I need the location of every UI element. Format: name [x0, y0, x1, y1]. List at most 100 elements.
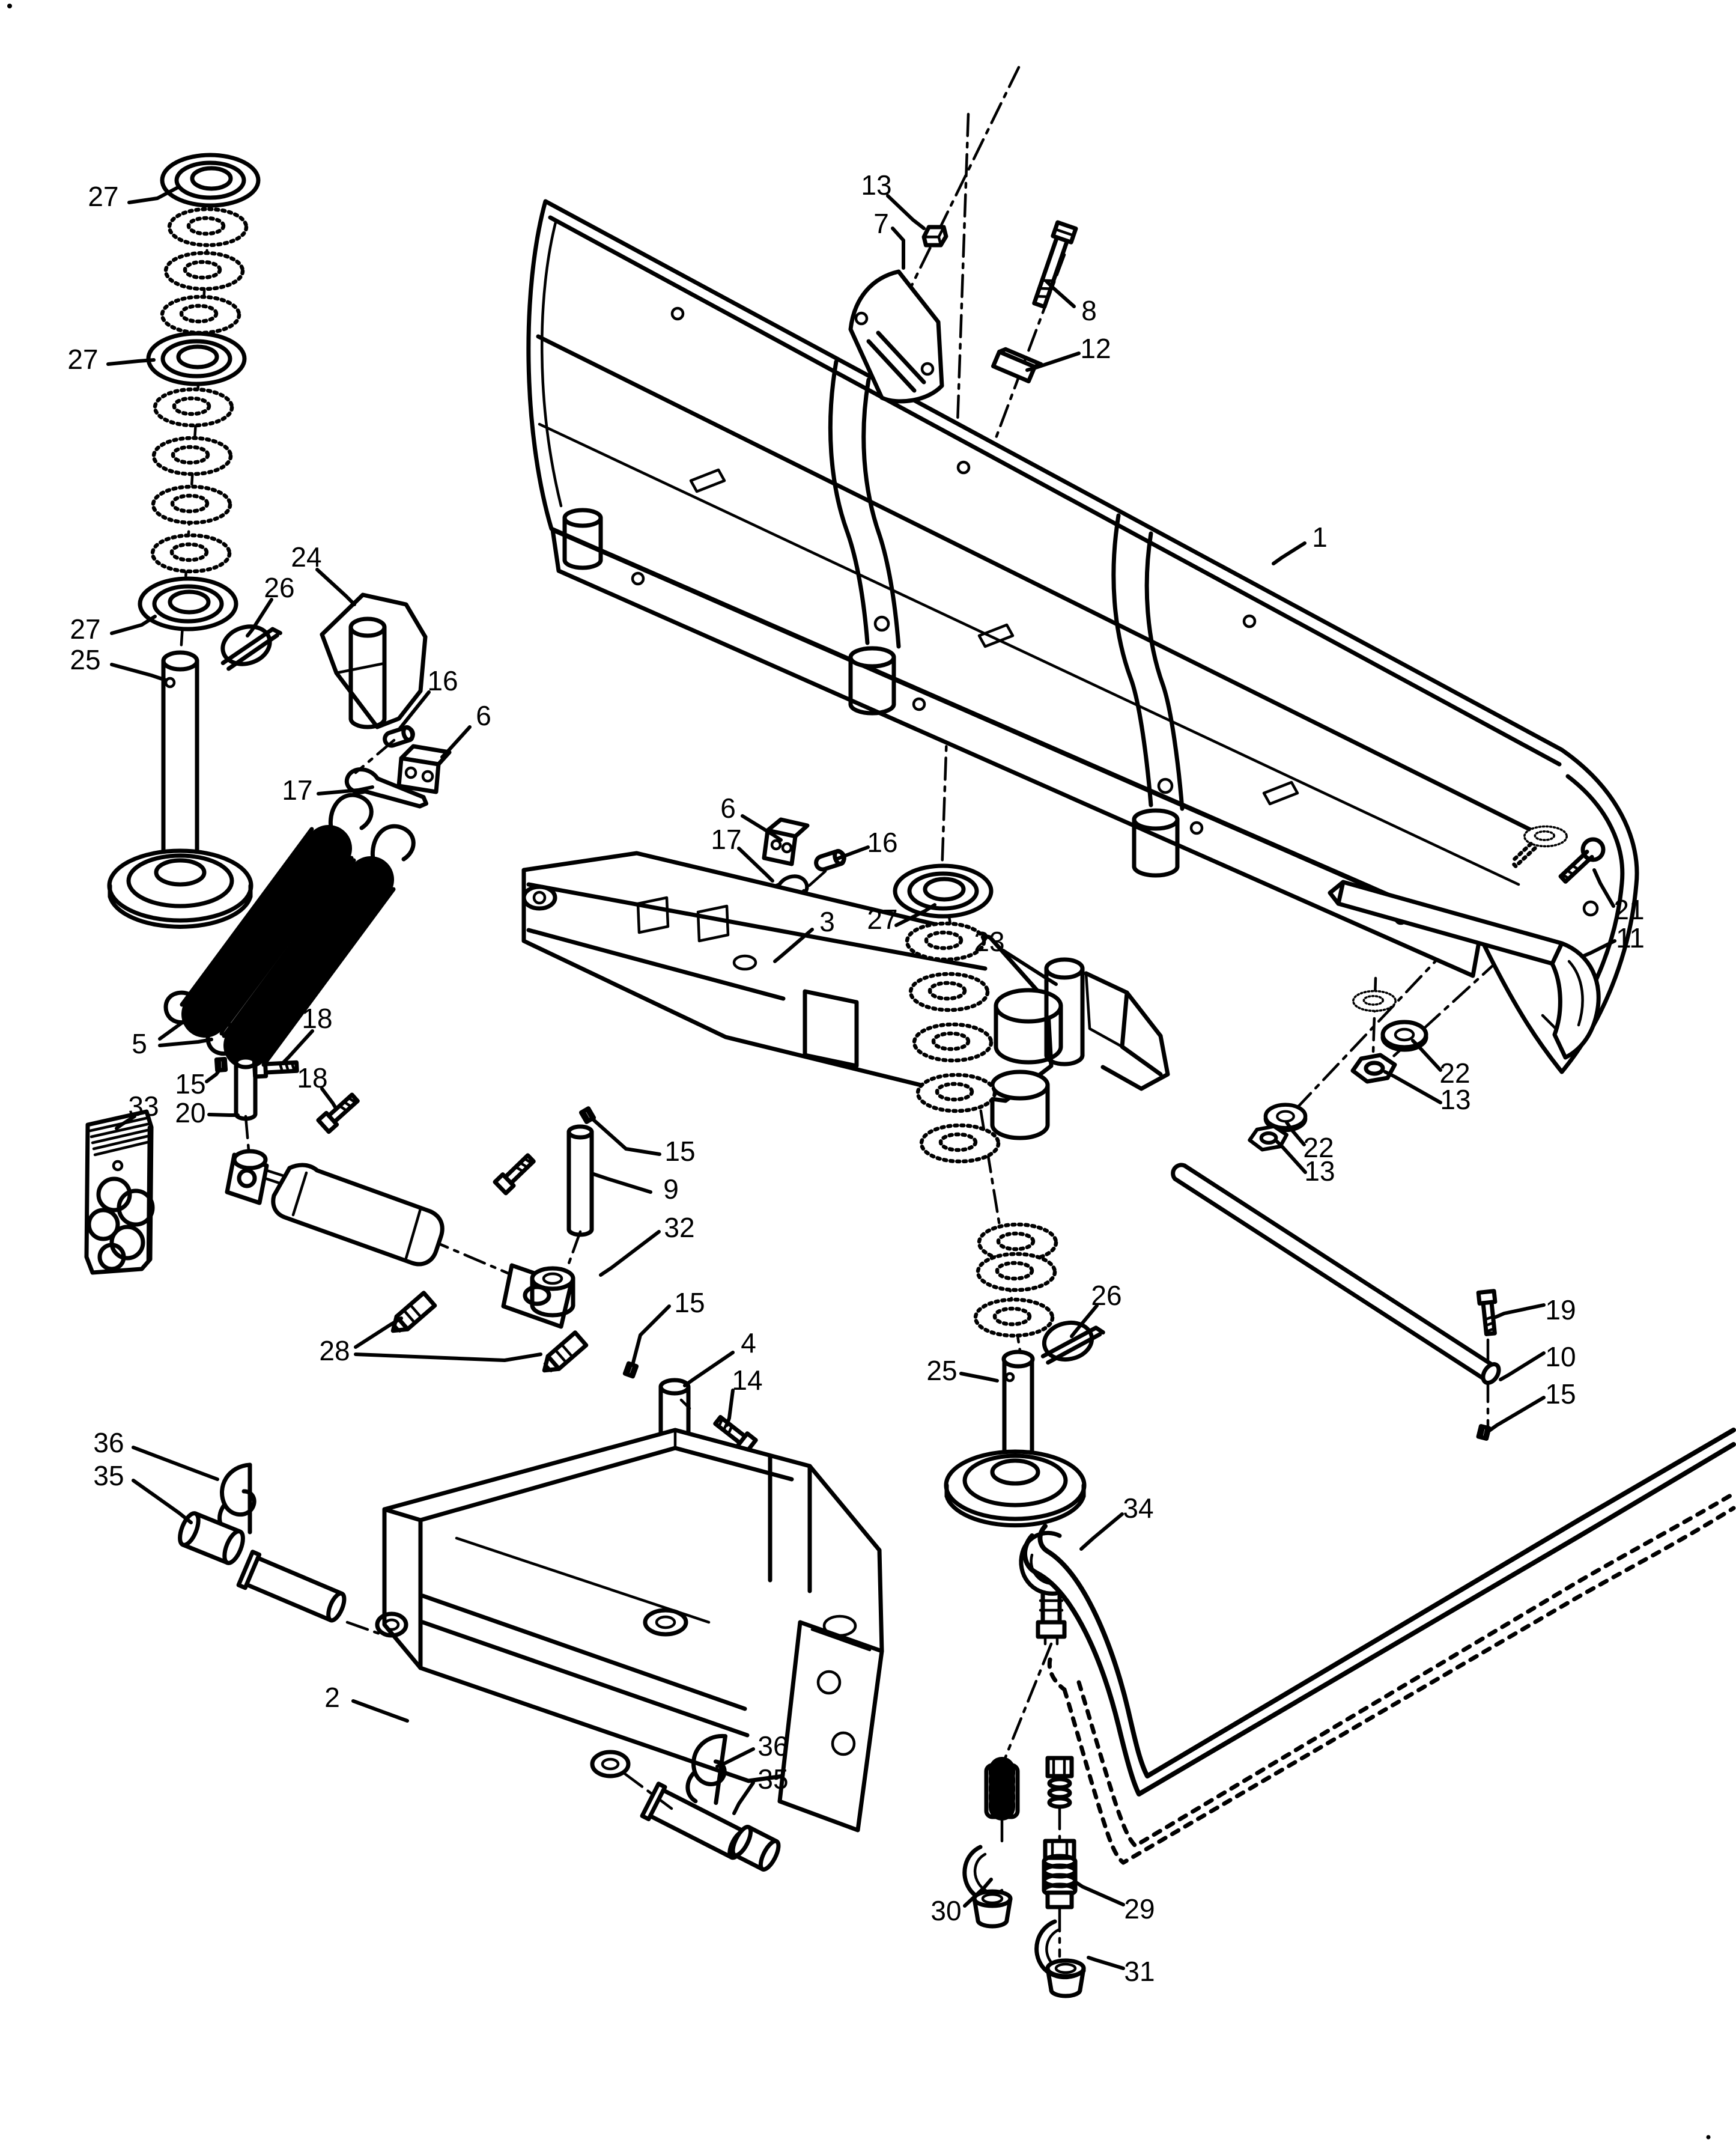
callout-leader-30 [963, 1878, 993, 1908]
callout-leader-5 [158, 1014, 193, 1041]
callout-31: 31 [1124, 1956, 1155, 1987]
cylinder-collar-32 [530, 1266, 575, 1318]
lock-washer-22a [1352, 990, 1397, 1012]
threaded-stud [1510, 842, 1537, 868]
callout-18: 18 [302, 1003, 332, 1034]
callout-leader-15 [205, 1068, 222, 1083]
corner-mark [7, 4, 12, 8]
callout-leader-18 [281, 1029, 314, 1065]
callout-6: 6 [720, 793, 736, 824]
callout-leader-5 [158, 1038, 213, 1047]
callout-leader-27 [127, 186, 180, 204]
callout-leader-31 [1087, 1956, 1125, 1970]
callout-33: 33 [128, 1091, 159, 1122]
hose-fitting-28a [387, 1293, 435, 1337]
pivot-pin-20 [234, 1055, 258, 1121]
square-nut [921, 225, 948, 248]
washer-stack-left [140, 155, 258, 629]
lynch-pin-left [214, 617, 286, 671]
callout-24: 24 [291, 541, 321, 573]
callout-36: 36 [757, 1730, 788, 1762]
callout-leader-36 [715, 1747, 755, 1768]
lift-cylinder [225, 1149, 573, 1329]
corner-mark [1706, 2135, 1711, 2140]
callout-3: 3 [819, 906, 835, 937]
callout-leader-22 [1411, 1039, 1442, 1072]
callout-leader-32 [599, 1230, 661, 1277]
callout-leader-1 [1272, 541, 1307, 565]
callout-leader-21 [1592, 868, 1615, 908]
callout-11: 11 [1616, 922, 1645, 954]
callout-27: 27 [67, 344, 98, 375]
cylinder-pin-9 [566, 1124, 594, 1237]
hex-bolt-8 [1032, 220, 1078, 309]
callout-35: 35 [93, 1460, 124, 1491]
callout-leader-25 [959, 1372, 999, 1383]
wear-shoe-11 [1328, 880, 1601, 1060]
carriage-bolt-21 [1558, 837, 1606, 884]
callout-leader-17 [737, 847, 774, 883]
callout-2: 2 [324, 1682, 340, 1713]
callout-28: 28 [319, 1335, 350, 1366]
callout-leader-35 [132, 1479, 193, 1524]
callout-25: 25 [70, 644, 100, 675]
callout-leader-15 [1487, 1396, 1546, 1433]
callout-16: 16 [427, 665, 458, 696]
callout-13: 13 [861, 169, 891, 201]
clevis-pin-35a [178, 1511, 347, 1623]
callout-leader-36 [132, 1446, 219, 1481]
callout-25: 25 [926, 1355, 957, 1386]
callout-leader-13 [1275, 1140, 1307, 1174]
hairpin-clip-36a [220, 1465, 255, 1533]
set-bolt-19 [1478, 1291, 1498, 1334]
callout-32: 32 [664, 1212, 694, 1243]
callout-36: 36 [93, 1427, 124, 1458]
hose-fitting-28b [539, 1333, 586, 1377]
callout-leader-2 [351, 1699, 409, 1723]
callout-leader-34 [1079, 1512, 1124, 1551]
callout-leader-15 [631, 1304, 671, 1365]
hose-end-fitting [1019, 1530, 1067, 1646]
dust-plug-30 [962, 1757, 1020, 1929]
callout-8: 8 [1081, 295, 1097, 326]
callout-leader-10 [1499, 1351, 1546, 1381]
hydraulic-coupler-29 [1042, 1756, 1078, 1909]
callout-leader-16 [834, 845, 870, 861]
callout-10: 10 [1545, 1341, 1576, 1372]
pinch-bolt-18b [318, 1092, 360, 1132]
callout-4: 4 [741, 1327, 756, 1358]
callout-leader-28 [354, 1316, 403, 1349]
set-screw-15c [625, 1363, 636, 1377]
clevis-pin-35b [640, 1781, 781, 1872]
plow-blade [526, 199, 1639, 1074]
callout-leader-15 [590, 1117, 661, 1156]
callout-18: 18 [297, 1062, 327, 1094]
callout-leader-26 [246, 598, 273, 637]
callout-leader-23 [1001, 949, 1058, 986]
callout-23: 23 [974, 926, 1004, 957]
callout-leader-29 [1073, 1880, 1125, 1906]
callout-leader-25 [110, 663, 168, 682]
callout-15: 15 [1545, 1378, 1576, 1410]
jack-foot-left [107, 650, 253, 929]
callout-leader-3 [773, 928, 814, 963]
dust-cap-31 [1034, 1919, 1086, 1998]
callout-30: 30 [930, 1895, 961, 1926]
callout-15: 15 [175, 1068, 205, 1100]
callout-leader-35 [732, 1781, 755, 1815]
callout-22: 22 [1303, 1132, 1334, 1163]
callout-leader-16 [398, 690, 431, 730]
callout-12: 12 [1080, 333, 1111, 364]
callout-leader-17 [317, 785, 374, 796]
clip-block-6-center [762, 817, 810, 866]
callout-15: 15 [674, 1287, 705, 1318]
callout-17: 17 [711, 824, 741, 855]
callout-leader-6 [741, 814, 783, 842]
o-ring-bag [84, 1109, 155, 1275]
callout-1: 1 [1312, 522, 1328, 553]
tension-springs [163, 793, 416, 1072]
callout-26: 26 [1091, 1280, 1121, 1311]
callout-leader-6 [440, 725, 472, 759]
